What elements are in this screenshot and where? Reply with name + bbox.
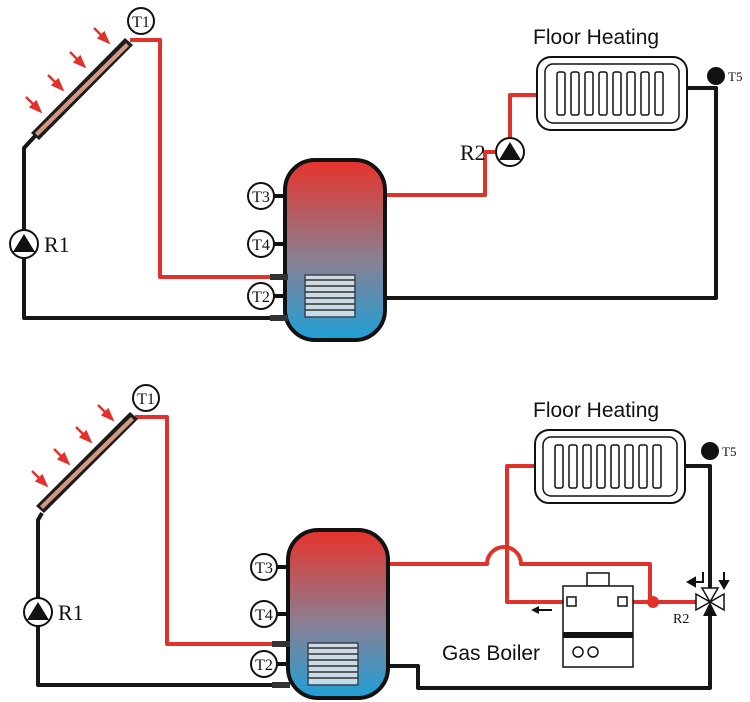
sun-rays-icon bbox=[25, 27, 111, 114]
svg-text:T4: T4 bbox=[255, 607, 273, 624]
sensor-t1-2: T1 bbox=[132, 384, 160, 412]
solar-collector-2 bbox=[36, 412, 138, 513]
floor-heating-radiator-2 bbox=[534, 429, 686, 504]
heating-flow-pipe-2 bbox=[387, 545, 705, 604]
sensor-t3: T3 bbox=[247, 182, 286, 210]
heating-return-pipe bbox=[385, 86, 718, 300]
sensor-t2-2: T2 bbox=[250, 650, 289, 678]
svg-text:R1: R1 bbox=[44, 232, 70, 257]
diagram-floor-heating: T1 R1 T3 bbox=[9, 7, 742, 342]
valve-direction-arrows-icon bbox=[685, 572, 730, 591]
sensor-t4-2: T4 bbox=[250, 600, 289, 628]
floor-heating-radiator bbox=[536, 56, 688, 131]
solar-collector bbox=[31, 38, 133, 140]
valve-return-pipe bbox=[387, 615, 712, 690]
heat-exchanger-coil-2 bbox=[307, 642, 359, 686]
sensor-t4: T4 bbox=[247, 230, 286, 258]
pump-r2: R2 bbox=[460, 137, 525, 167]
sensor-t3-2: T3 bbox=[250, 553, 289, 581]
sun-rays-icon-2 bbox=[31, 404, 115, 488]
sensor-t5-2: T5 bbox=[701, 442, 736, 460]
svg-text:T3: T3 bbox=[255, 560, 273, 577]
sensor-t1: T1 bbox=[127, 7, 155, 35]
svg-text:T5: T5 bbox=[722, 444, 736, 459]
pump-r1-2: R1 bbox=[23, 597, 84, 627]
collector-flow-pipe-2 bbox=[135, 415, 288, 646]
storage-tank bbox=[270, 158, 387, 342]
floor-heating-label-2: Floor Heating bbox=[533, 399, 659, 422]
collector-return-pipe bbox=[22, 133, 285, 320]
svg-text:T3: T3 bbox=[252, 189, 270, 206]
svg-text:T2: T2 bbox=[252, 289, 270, 306]
collector-return-pipe-2 bbox=[36, 512, 288, 687]
gas-boiler-label: Gas Boiler bbox=[442, 642, 540, 665]
sensor-t5: T5 bbox=[707, 67, 742, 85]
sensor-t2: T2 bbox=[247, 282, 286, 310]
heating-return-pipe-2 bbox=[685, 464, 712, 590]
svg-text:T1: T1 bbox=[137, 391, 155, 408]
svg-text:R2: R2 bbox=[673, 612, 689, 627]
radiator-supply-pipe bbox=[505, 464, 565, 604]
pump-r1: R1 bbox=[9, 229, 70, 259]
flow-direction-arrow-icon bbox=[531, 606, 552, 614]
diagram-gas-boiler: T1 R1 T3 bbox=[23, 384, 736, 700]
svg-text:R1: R1 bbox=[58, 600, 84, 625]
junction-dot bbox=[647, 596, 659, 608]
heat-exchanger-coil bbox=[304, 274, 356, 318]
floor-heating-label: Floor Heating bbox=[533, 26, 659, 49]
svg-text:T2: T2 bbox=[255, 657, 273, 674]
collector-flow-pipe bbox=[130, 38, 285, 279]
gas-boiler bbox=[562, 572, 634, 668]
svg-text:T1: T1 bbox=[132, 14, 150, 31]
svg-text:R2: R2 bbox=[460, 140, 486, 165]
three-way-valve-r2: R2 bbox=[673, 587, 725, 627]
svg-text:T4: T4 bbox=[252, 237, 270, 254]
svg-text:T5: T5 bbox=[728, 69, 742, 84]
storage-tank-2 bbox=[272, 528, 390, 700]
